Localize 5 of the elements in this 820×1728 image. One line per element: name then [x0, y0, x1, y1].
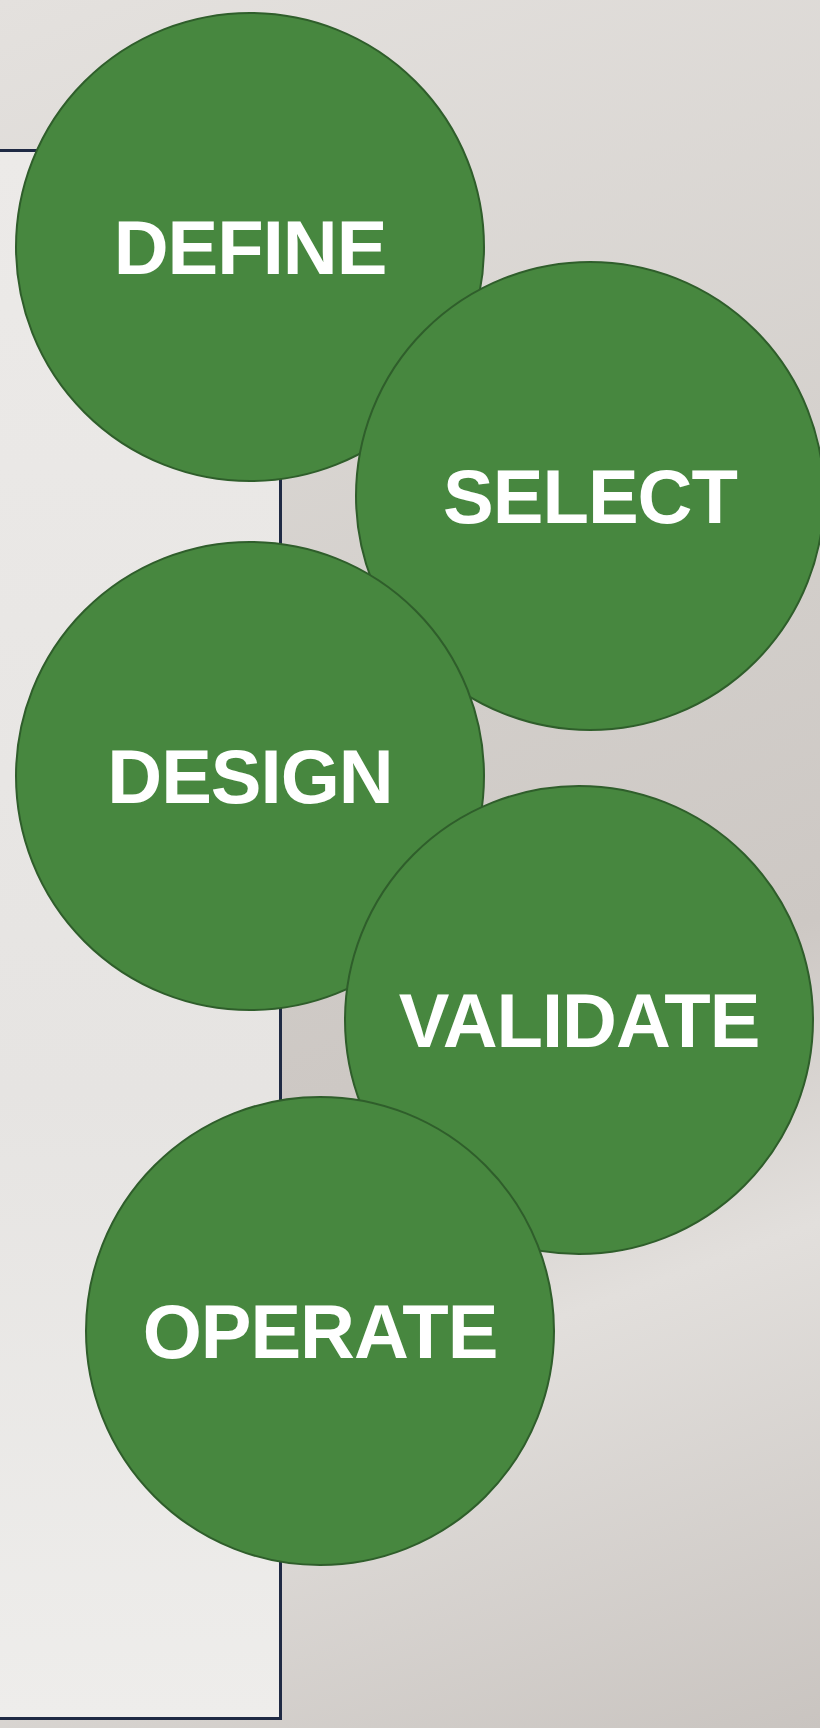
step-label: DESIGN	[107, 732, 393, 820]
step-label: DEFINE	[113, 203, 387, 291]
step-label: VALIDATE	[398, 976, 760, 1064]
step-label: SELECT	[443, 452, 737, 540]
step-label: OPERATE	[142, 1287, 498, 1375]
